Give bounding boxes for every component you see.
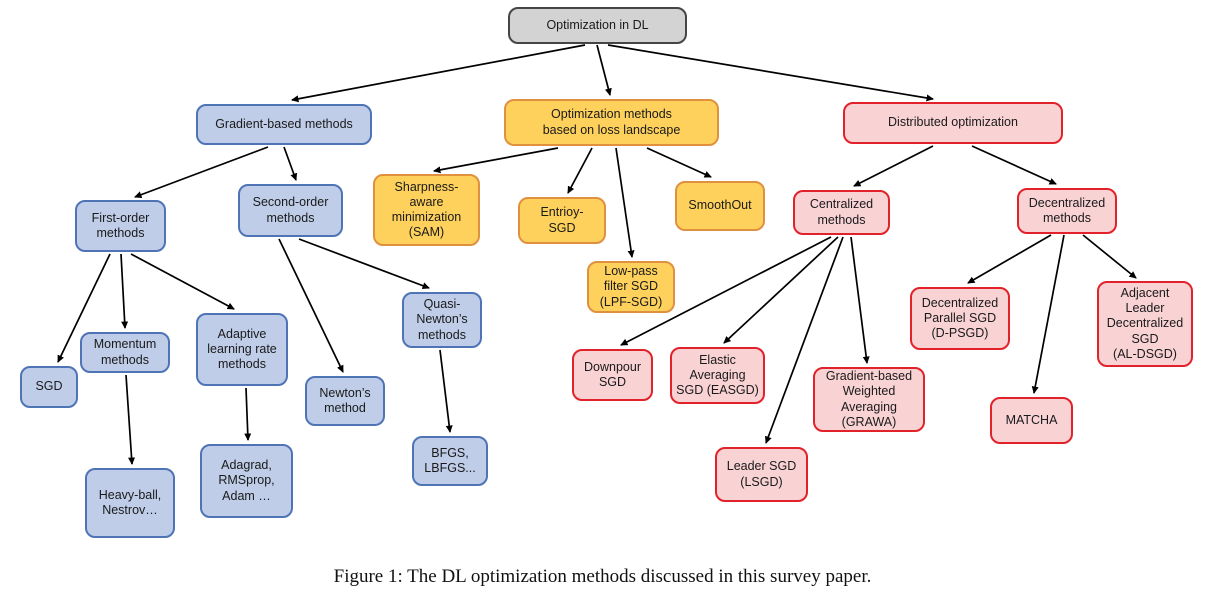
node-adagrad-rmsprop-adam: Adagrad, RMSprop, Adam …: [200, 444, 293, 518]
node-downpour-sgd: Downpour SGD: [572, 349, 653, 401]
node-optimization-in-dl: Optimization in DL: [508, 7, 687, 44]
edge-landscape-lpf-sgd: [615, 147, 635, 258]
node-momentum-methods: Momentum methods: [80, 332, 170, 373]
node-entrioy-sgd: Entrioy- SGD: [518, 197, 606, 244]
edge-gradient-second-order: [283, 146, 298, 181]
node-adaptive-learning-rate: Adaptive learning rate methods: [196, 313, 288, 386]
node-dpsgd: Decentralized Parallel SGD (D-PSGD): [910, 287, 1010, 350]
node-matcha: MATCHA: [990, 397, 1073, 444]
edge-landscape-entrioy-sgd: [567, 147, 593, 194]
node-sgd: SGD: [20, 366, 78, 408]
node-sam: Sharpness- aware minimization (SAM): [373, 174, 480, 246]
node-distributed-optimization: Distributed optimization: [843, 102, 1063, 144]
node-first-order-methods: First-order methods: [75, 200, 166, 252]
edge-landscape-smoothout: [646, 147, 712, 178]
edge-centralized-grawa: [850, 236, 870, 364]
edge-distributed-centralized: [853, 145, 934, 187]
edge-adaptive-adagrad: [244, 387, 252, 441]
edge-first-order-sgd: [57, 253, 111, 363]
node-second-order-methods: Second-order methods: [238, 184, 343, 237]
edge-distributed-decentralized: [971, 145, 1057, 185]
node-newtons-method: Newton’s method: [305, 376, 385, 426]
node-centralized-methods: Centralized methods: [793, 190, 890, 235]
edge-landscape-sam: [433, 147, 559, 174]
edge-second-order-quasi-newton: [298, 238, 430, 289]
edge-first-order-adaptive: [130, 253, 235, 310]
node-smoothout: SmoothOut: [675, 181, 765, 231]
edge-first-order-momentum: [120, 253, 129, 329]
node-aldsgd: Adjacent Leader Decentralized SGD (AL-DS…: [1097, 281, 1193, 367]
edge-decentralized-matcha: [1031, 234, 1065, 394]
edge-root-landscape: [596, 44, 612, 96]
node-gradient-based-methods: Gradient-based methods: [196, 104, 372, 145]
node-grawa: Gradient-based Weighted Averaging (GRAWA…: [813, 367, 925, 432]
edge-root-gradient: [291, 44, 586, 103]
edge-momentum-heavy-ball: [125, 374, 136, 465]
node-heavy-ball-nestrov: Heavy-ball, Nestrov…: [85, 468, 175, 538]
edge-centralized-lsgd: [764, 236, 844, 444]
node-loss-landscape-methods: Optimization methods based on loss lands…: [504, 99, 719, 146]
edge-quasi-newton-bfgs: [439, 349, 453, 433]
edge-second-order-newton: [278, 238, 344, 373]
edge-centralized-easgd: [723, 236, 839, 344]
figure-caption: Figure 1: The DL optimization methods di…: [333, 566, 872, 587]
node-leader-sgd: Leader SGD (LSGD): [715, 447, 808, 502]
node-quasi-newtons-methods: Quasi- Newton’s methods: [402, 292, 482, 348]
edge-root-distributed: [607, 44, 934, 102]
node-lpf-sgd: Low-pass filter SGD (LPF-SGD): [587, 261, 675, 313]
node-bfgs-lbfgs: BFGS, LBFGS...: [412, 436, 488, 486]
edge-decentralized-aldsgd: [1082, 234, 1137, 279]
node-easgd: Elastic Averaging SGD (EASGD): [670, 347, 765, 404]
node-decentralized-methods: Decentralized methods: [1017, 188, 1117, 234]
edge-gradient-first-order: [134, 146, 269, 198]
edge-centralized-downpour: [620, 236, 832, 346]
edge-decentralized-dpsgd: [967, 234, 1052, 284]
